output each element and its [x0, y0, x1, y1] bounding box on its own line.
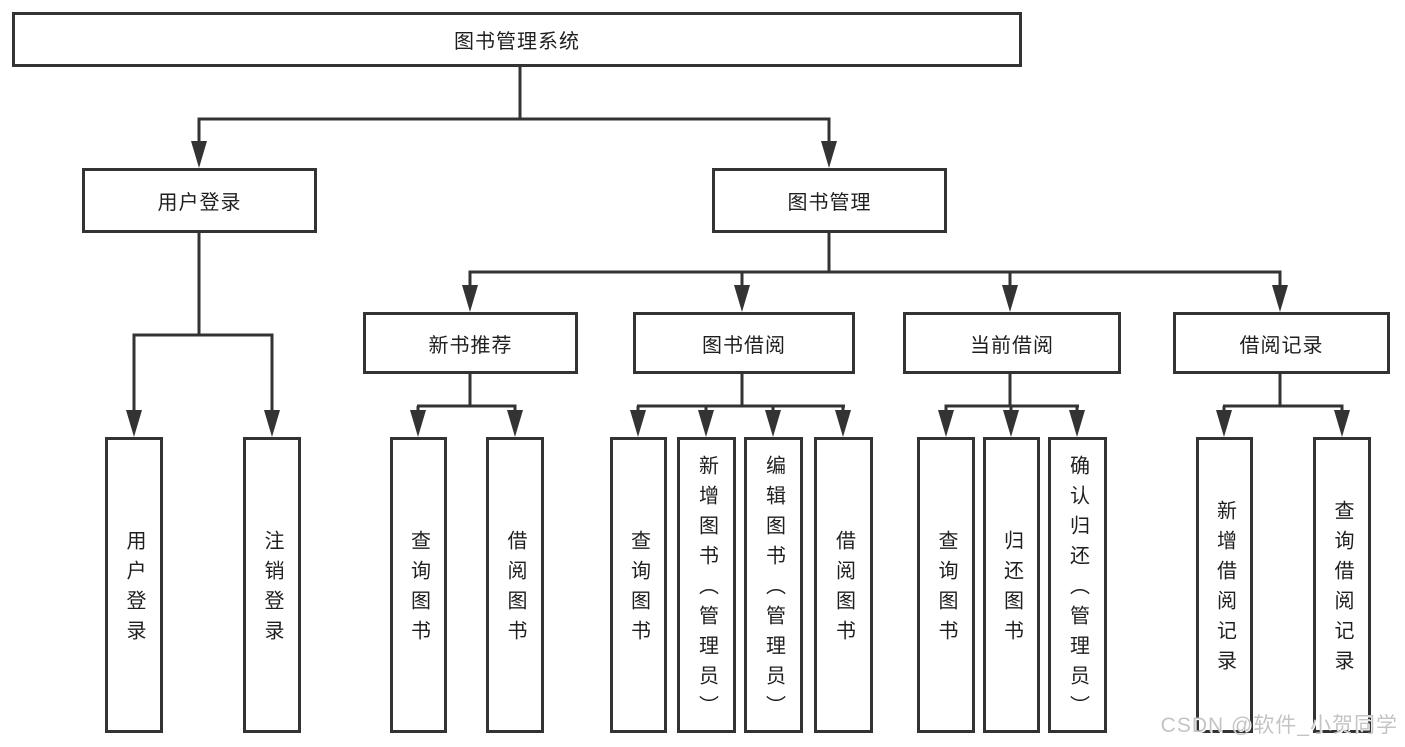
- node-borrowing-records: 借阅记录: [1173, 312, 1390, 374]
- node-s1-add-books-admin: 新增图书（管理员）: [677, 437, 736, 733]
- node-s3-query-borrow-record: 查询借阅记录: [1313, 437, 1371, 733]
- node-s3-add-borrow-record: 新增借阅记录: [1196, 437, 1253, 733]
- arrow: [1069, 406, 1085, 437]
- node-s1-query-books: 查询图书: [610, 437, 667, 733]
- arrow: [821, 119, 837, 168]
- leaf-label: 借阅图书: [504, 530, 526, 650]
- node-book-borrowing: 图书借阅: [633, 312, 855, 374]
- arrow: [835, 406, 851, 437]
- node-s2-confirm-return-admin: 确认归还（管理员）: [1048, 437, 1107, 733]
- arrow: [734, 272, 750, 312]
- node-book-management: 图书管理: [712, 168, 947, 233]
- leaf-label: 编辑图书（管理员）: [762, 455, 785, 725]
- arrow: [698, 406, 714, 437]
- node-current-borrowing: 当前借阅: [903, 312, 1121, 374]
- node-s0-query-books: 查询图书: [390, 437, 447, 733]
- arrow: [1003, 406, 1019, 437]
- trunk-lines: [132, 67, 1344, 408]
- arrow: [126, 335, 142, 437]
- leaf-label: 确认归还（管理员）: [1066, 455, 1089, 725]
- arrow: [1272, 272, 1288, 312]
- arrow: [1216, 406, 1232, 437]
- arrow: [938, 406, 954, 437]
- arrow: [410, 406, 426, 437]
- arrow: [462, 272, 478, 312]
- leaf-label: 查询图书: [627, 530, 650, 650]
- csdn-watermark: CSDN @软件_小贺同学: [1160, 714, 1398, 737]
- leaf-label: 注销登录: [261, 530, 283, 650]
- arrow: [1002, 272, 1018, 312]
- leaf-label: 用户登录: [123, 530, 145, 650]
- arrow: [507, 406, 523, 437]
- arrow: [264, 335, 280, 437]
- node-root-system: 图书管理系统: [12, 12, 1022, 67]
- leaf-label: 归还图书: [1000, 530, 1023, 650]
- node-user-login: 用户登录: [82, 168, 317, 233]
- node-s2-query-books: 查询图书: [917, 437, 975, 733]
- node-s2-return-books: 归还图书: [983, 437, 1040, 733]
- arrow: [191, 119, 207, 168]
- leaf-label: 新增图书（管理员）: [695, 455, 718, 725]
- node-s1-edit-books-admin: 编辑图书（管理员）: [744, 437, 803, 733]
- arrow: [765, 406, 781, 437]
- leaf-label: 查询图书: [935, 530, 957, 650]
- arrow-connectors: [126, 119, 1350, 437]
- leaf-label: 新增借阅记录: [1213, 500, 1236, 680]
- node-s0-borrow-books: 借阅图书: [486, 437, 544, 733]
- node-user-login-leaf: 用户登录: [105, 437, 163, 733]
- node-logout-leaf: 注销登录: [243, 437, 301, 733]
- leaf-label: 查询借阅记录: [1331, 500, 1353, 680]
- node-s1-borrow-books: 借阅图书: [814, 437, 873, 733]
- arrow: [1334, 406, 1350, 437]
- node-new-book-recommend: 新书推荐: [363, 312, 578, 374]
- leaf-label: 查询图书: [407, 530, 430, 650]
- arrow: [630, 406, 646, 437]
- leaf-label: 借阅图书: [832, 530, 855, 650]
